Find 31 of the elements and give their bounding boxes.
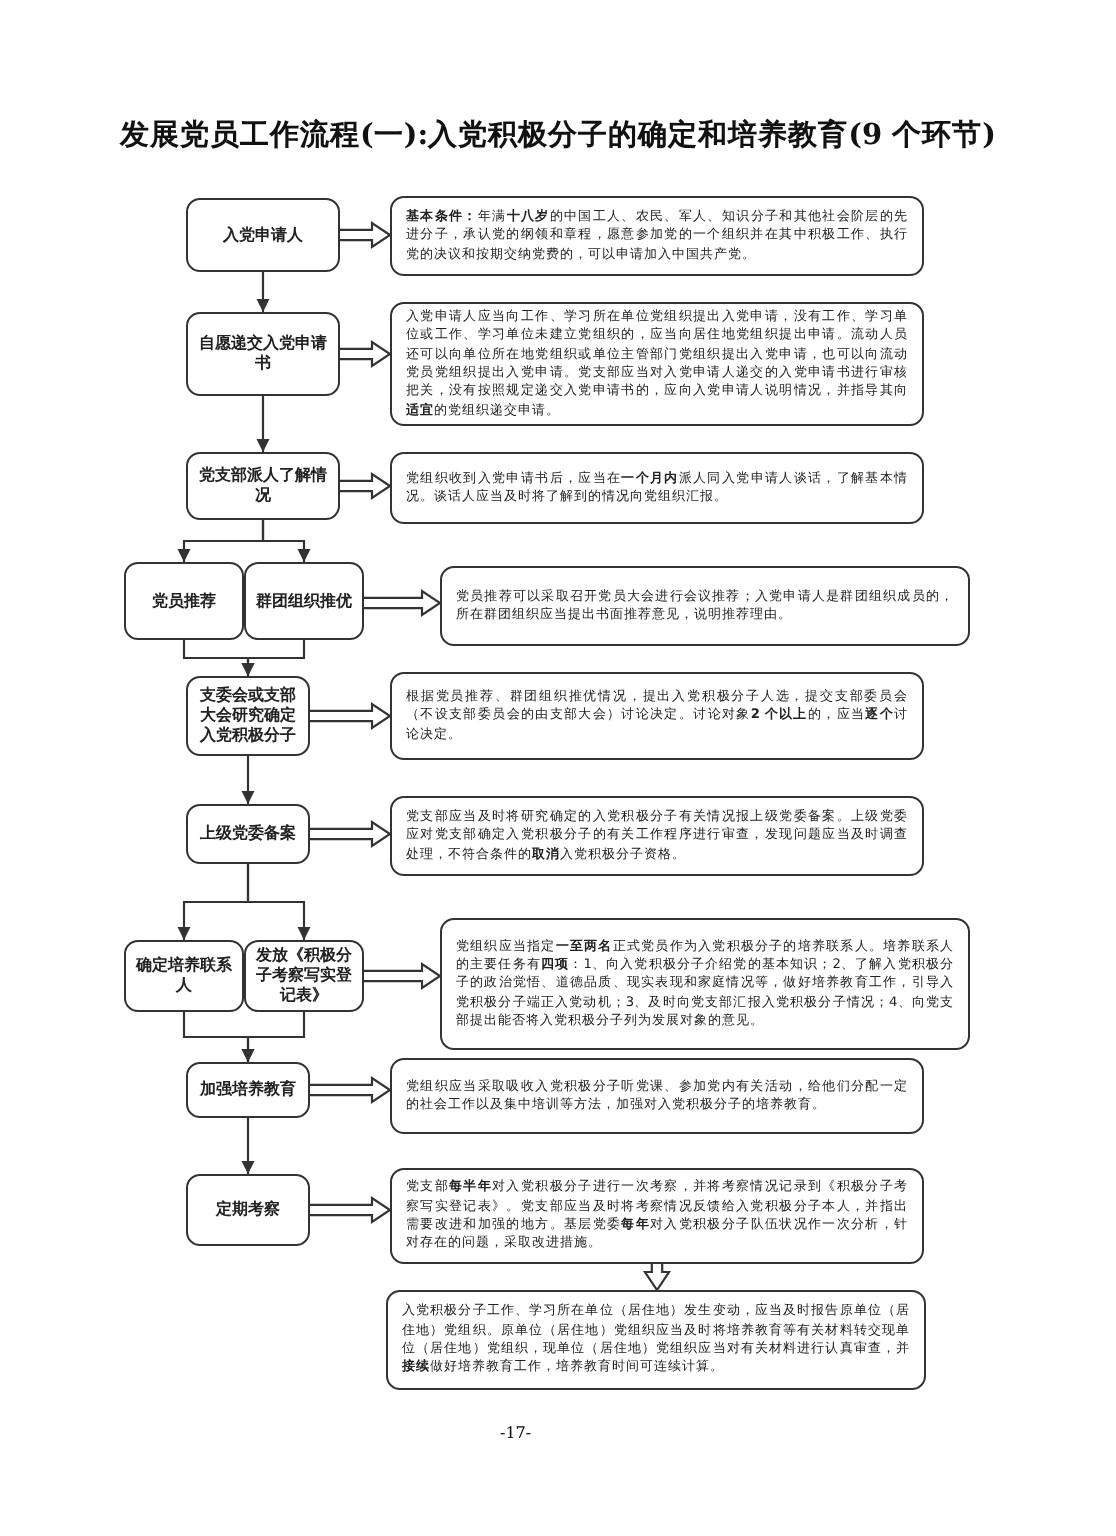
arrow (362, 588, 442, 618)
step-box: 入党申请人 (186, 198, 340, 272)
step-box: 加强培养教育 (186, 1062, 310, 1118)
arrow (241, 640, 306, 676)
arrow (261, 520, 311, 562)
step-box: 上级党委备案 (186, 804, 310, 864)
title: 发展党员工作流程(一):入党积极分子的确定和培养教育(9 个环节) (117, 116, 998, 154)
arrow (308, 701, 392, 731)
arrow (362, 961, 442, 991)
step-box: 群团组织推优 (244, 562, 364, 640)
arrow (308, 1075, 392, 1105)
arrow (338, 220, 392, 250)
arrow (256, 272, 270, 312)
arrow (241, 1012, 306, 1062)
page-number: -17- (500, 1424, 532, 1442)
step-box: 支委会或支部大会研究确定入党积极分子 (186, 676, 310, 756)
arrow (338, 339, 392, 369)
arrow (246, 864, 311, 940)
step-box: 确定培养联系人 (124, 940, 244, 1012)
arrow (308, 1195, 392, 1225)
arrow (256, 396, 270, 452)
step-box: 自愿递交入党申请书 (186, 312, 340, 396)
arrow (338, 471, 392, 501)
arrow (241, 756, 255, 804)
arrow (308, 819, 392, 849)
step-box: 党支部派人了解情况 (186, 452, 340, 520)
arrow (642, 1262, 672, 1292)
step-box: 党员推荐 (124, 562, 244, 640)
step-box: 发放《积极分子考察写实登记表》 (244, 940, 364, 1012)
step-box: 定期考察 (186, 1174, 310, 1246)
arrow (241, 1118, 255, 1174)
